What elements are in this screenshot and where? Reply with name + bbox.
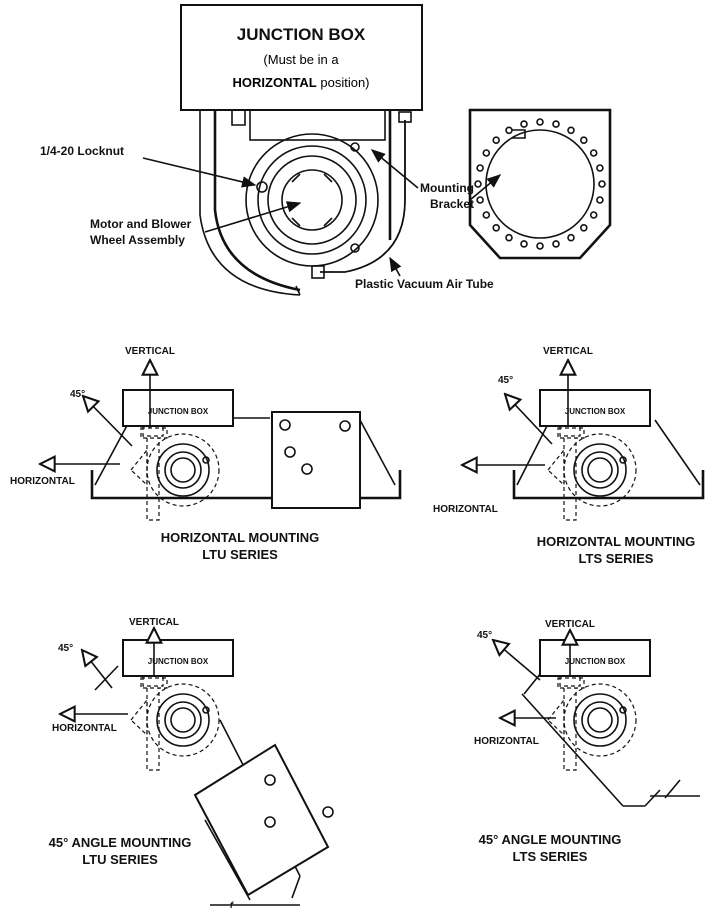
vertical-label: VERTICAL xyxy=(545,619,595,630)
tube-label: Plastic Vacuum Air Tube xyxy=(355,277,494,291)
bracket-bolt-hole xyxy=(536,118,544,126)
caption-line-1: HORIZONTAL MOUNTING xyxy=(161,530,319,545)
bracket-bolt-hole xyxy=(520,240,528,248)
bracket-bolt-hole xyxy=(596,164,604,172)
bracket-bolt-hole xyxy=(505,233,513,242)
junction-box-top: JUNCTION BOX (Must be in a HORIZONTAL po… xyxy=(180,4,423,111)
horizontal-label: HORIZONTAL xyxy=(474,736,539,747)
caption-line-2: LTS SERIES xyxy=(513,849,588,864)
junction-box-label: JUNCTION BOX xyxy=(148,407,209,416)
locknut-label: 1/4-20 Locknut xyxy=(40,144,124,158)
horizontal-label: HORIZONTAL xyxy=(52,723,117,734)
view-horizontal-ltu: VERTICAL 45° JUNCTION BOX HORIZONTAL HOR… xyxy=(10,346,402,562)
caption-line-1: HORIZONTAL MOUNTING xyxy=(537,534,695,549)
motor-label-2: Wheel Assembly xyxy=(90,233,185,247)
bracket-bolt-hole xyxy=(492,224,501,232)
bracket-bolt-hole xyxy=(520,120,528,128)
bracket-bolt-hole xyxy=(482,211,491,219)
svg-text:f: f xyxy=(230,900,234,910)
angle-label: 45° xyxy=(70,389,85,400)
vertical-label: VERTICAL xyxy=(129,617,179,628)
vertical-label: VERTICAL xyxy=(543,346,593,357)
caption-line-2: LTU SERIES xyxy=(82,852,158,867)
bracket-bolt-hole xyxy=(589,211,598,219)
junction-box-note-1: (Must be in a xyxy=(263,52,339,67)
junction-box-label: JUNCTION BOX xyxy=(565,657,626,666)
bracket-bolt-hole xyxy=(476,164,484,172)
bracket-bolt-hole xyxy=(596,196,604,204)
angle-label: 45° xyxy=(477,630,492,641)
bracket-bolt-hole xyxy=(579,136,588,144)
bracket-bolt-hole xyxy=(505,126,513,135)
horizontal-label: HORIZONTAL xyxy=(10,476,75,487)
junction-box-title: JUNCTION BOX xyxy=(237,25,366,44)
view-angle-ltu: f VERTICAL 45° JUNCTION BOX HORIZONTAL 4… xyxy=(49,617,334,910)
bracket-bolt-hole xyxy=(567,126,575,135)
caption-line-2: LTU SERIES xyxy=(202,547,278,562)
caption-line-1: 45° ANGLE MOUNTING xyxy=(49,835,192,850)
bracket-bolt-hole xyxy=(474,180,482,188)
mounting-bracket-plate xyxy=(468,108,612,260)
bracket-bolt-hole xyxy=(567,233,575,242)
bracket-bolt-hole xyxy=(492,136,501,144)
vertical-label: VERTICAL xyxy=(125,346,175,357)
bracket-bolt-hole xyxy=(482,149,491,157)
view-horizontal-lts: VERTICAL 45° JUNCTION BOX HORIZONTAL HOR… xyxy=(433,346,705,566)
bracket-bolt-hole xyxy=(589,149,598,157)
bracket-bolt-hole xyxy=(536,242,544,250)
locknut xyxy=(256,181,268,193)
bracket-bolt-hole xyxy=(552,240,560,248)
bracket-label-1: Mounting xyxy=(420,181,474,195)
blower-assembly xyxy=(199,109,412,296)
bracket-bolt-hole xyxy=(476,196,484,204)
callout-labels: 1/4-20 Locknut Motor and Blower Wheel As… xyxy=(40,144,502,291)
bracket-bolt-hole xyxy=(598,180,606,188)
bracket-bolt-hole xyxy=(579,224,588,232)
blower-wheel xyxy=(281,169,343,231)
blower-housing xyxy=(213,110,392,292)
angle-label: 45° xyxy=(58,643,73,654)
motor-label-1: Motor and Blower xyxy=(90,217,192,231)
angle-label: 45° xyxy=(498,375,513,386)
bracket-label-2: Bracket xyxy=(430,197,474,211)
caption-line-1: 45° ANGLE MOUNTING xyxy=(479,832,622,847)
caption-line-2: LTS SERIES xyxy=(579,551,654,566)
junction-box-note-2: position) xyxy=(317,75,370,90)
junction-box-label: JUNCTION BOX xyxy=(565,407,626,416)
svg-text:HORIZONTAL position): HORIZONTAL position) xyxy=(233,75,370,90)
junction-box-note-bold: HORIZONTAL xyxy=(233,75,317,90)
horizontal-label: HORIZONTAL xyxy=(433,504,498,515)
view-angle-lts: VERTICAL 45° JUNCTION BOX HORIZONTAL 45°… xyxy=(474,619,700,864)
bracket-bolt-hole xyxy=(552,120,560,128)
junction-box-label: JUNCTION BOX xyxy=(148,657,209,666)
